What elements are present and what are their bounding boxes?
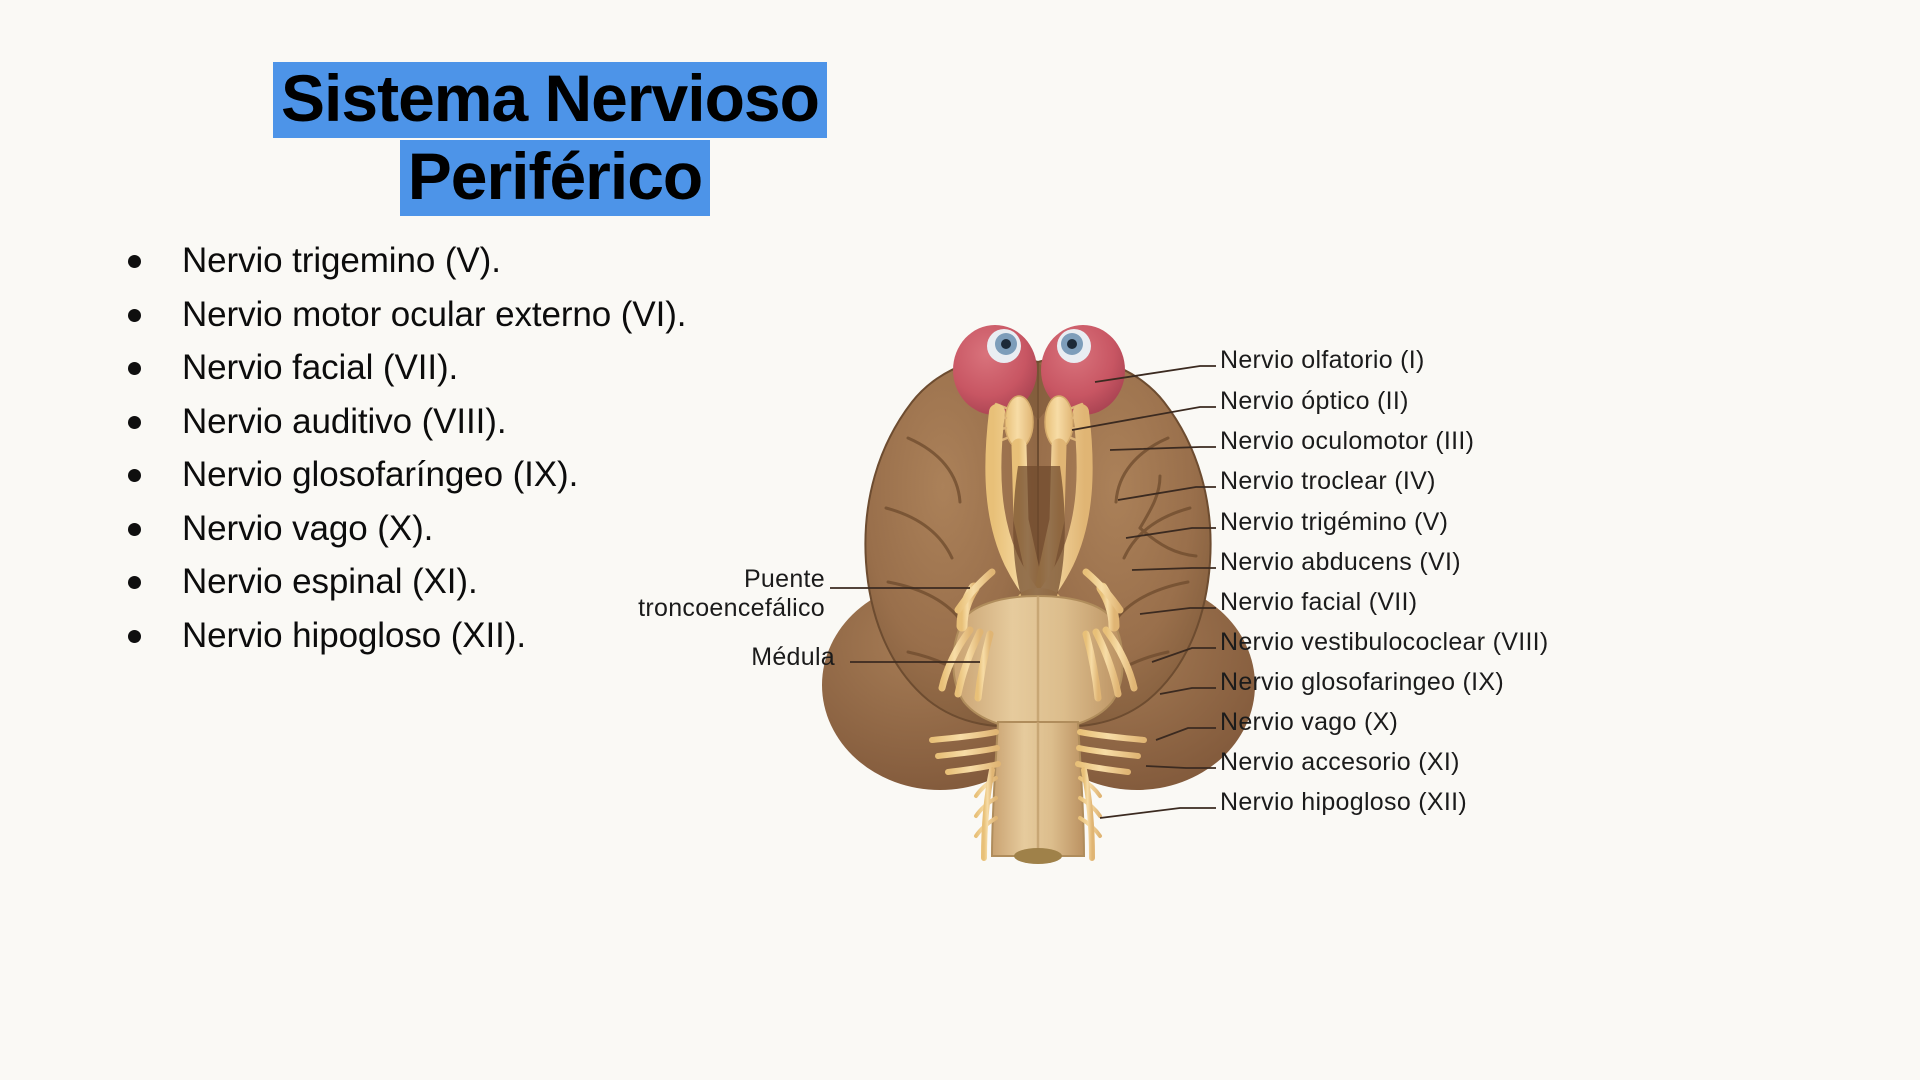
nerve-label-ii: Nervio óptico (II) [1220,387,1409,415]
bullet-dot-icon [128,415,141,429]
nerve-label-x: Nervio vago (X) [1220,708,1399,736]
nerve-label-ix: Nervio glosofaringeo (IX) [1220,668,1505,696]
list-item: Nervio vago (X). [128,506,948,553]
label-medulla-line1: Médula [751,643,835,671]
list-item: Nervio motor ocular externo (VI). [128,292,948,339]
nerve-label-i: Nervio olfatorio (I) [1220,346,1425,374]
title-line-1: Sistema Nervioso [273,62,827,138]
bullet-dot-icon [128,362,141,376]
bullet-dot-icon [128,629,141,643]
list-item-label: Nervio vago (X). [182,508,434,548]
list-item: Nervio trigemino (V). [128,238,948,285]
label-medulla: Médula [670,643,835,672]
label-pons-line2: troncoencefálico [638,594,825,622]
label-pons: Puente troncoencefálico [630,565,825,623]
nerve-label-v: Nervio trigémino (V) [1220,508,1449,536]
medulla [990,721,1086,864]
nerve-label-xii: Nervio hipogloso (XII) [1220,788,1467,816]
list-item-label: Nervio facial (VII). [182,348,459,388]
list-item-label: Nervio glosofaríngeo (IX). [182,455,579,495]
bullet-dot-icon [128,255,141,268]
nerve-label-viii: Nervio vestibulococlear (VIII) [1220,628,1549,656]
list-item-label: Nervio motor ocular externo (VI). [182,294,687,334]
brain-diagram: Nervio olfatorio (I) Nervio óptico (II) … [638,270,1920,890]
bullet-dot-icon [128,522,141,536]
pons [952,594,1124,732]
list-item: Nervio hipogloso (XII). [128,613,948,660]
nerve-label-xi: Nervio accesorio (XI) [1220,748,1460,776]
list-item: Nervio facial (VII). [128,345,948,392]
interpeduncular-fossa [1013,466,1065,606]
nerve-label-iii: Nervio oculomotor (III) [1220,427,1475,455]
page-title: Sistema Nervioso Periférico [175,62,935,216]
list-item: Nervio auditivo (VIII). [128,399,948,446]
leader-lines-right [1071,365,1216,819]
brain-illustration [822,325,1255,864]
bullet-dot-icon [128,308,141,322]
bullet-dot-icon [128,576,141,590]
list-item-label: Nervio espinal (XI). [182,562,478,602]
nerve-label-vi: Nervio abducens (VI) [1220,548,1461,576]
bullet-dot-icon [128,469,141,483]
cranial-nerve-list: Nervio trigemino (V). Nervio motor ocula… [128,238,948,666]
title-line-2: Periférico [399,139,711,216]
label-pons-line1: Puente [743,565,825,593]
eyeball-right [1041,325,1125,415]
nerve-label-vii: Nervio facial (VII) [1220,588,1418,616]
eyeball-left [953,325,1037,415]
list-item: Nervio glosofaríngeo (IX). [128,452,948,499]
nerve-label-iv: Nervio troclear (IV) [1220,467,1436,495]
list-item-label: Nervio hipogloso (XII). [182,615,526,655]
cranial-nerve-rootlets [929,568,1147,861]
list-item-label: Nervio auditivo (VIII). [182,401,507,441]
list-item: Nervio espinal (XI). [128,559,948,606]
list-item-label: Nervio trigemino (V). [182,241,501,280]
leader-lines-left [830,587,980,663]
